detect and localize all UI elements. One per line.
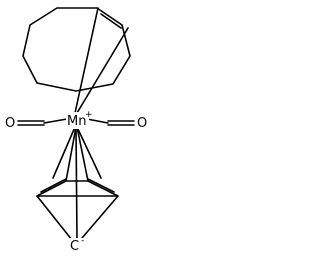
carbonyl-left (17, 118, 68, 126)
cyclopentadienyl-ring (36, 178, 119, 246)
metal-alkene-bonds (74, 7, 129, 114)
manganese-label: Mn (67, 114, 86, 129)
cyclopentadienyl-charge: - (81, 236, 84, 246)
molecule-diagram: Mn + O O C - (4, 7, 148, 254)
mn-alkene-bond-1 (74, 7, 99, 114)
cp-double-bond-left (40, 178, 67, 193)
metal-cp-bonds (52, 126, 102, 241)
mn-cp-bond-1 (52, 126, 76, 179)
cyclooctene-ring-outline (22, 7, 131, 92)
carbonyl-right-to-mn (86, 118, 109, 124)
carbonyl-left-to-mn (43, 118, 68, 124)
mn-cp-bond-4 (76, 126, 89, 182)
mn-cp-bond-3 (75, 126, 78, 241)
mn-alkene-bond-2 (76, 27, 129, 114)
cyclooctene-ring (22, 7, 131, 92)
carbonyl-right (86, 118, 135, 126)
cyclooctene-double-bond (100, 13, 122, 29)
cyclopentadienyl-carbon-label: C (70, 239, 79, 254)
carbon-label-background (68, 238, 86, 254)
cp-ring-outline (36, 180, 119, 246)
cp-double-bond-right (87, 178, 115, 193)
oxygen-right-label-background (135, 114, 148, 131)
oxygen-right-label: O (137, 116, 147, 131)
oxygen-left-label: O (5, 116, 15, 131)
oxygen-left-label-background (4, 114, 17, 131)
manganese-charge: + (85, 110, 93, 120)
mn-label-background (66, 112, 89, 129)
mn-cp-bond-5 (76, 126, 102, 179)
mn-cp-bond-2 (65, 126, 77, 182)
